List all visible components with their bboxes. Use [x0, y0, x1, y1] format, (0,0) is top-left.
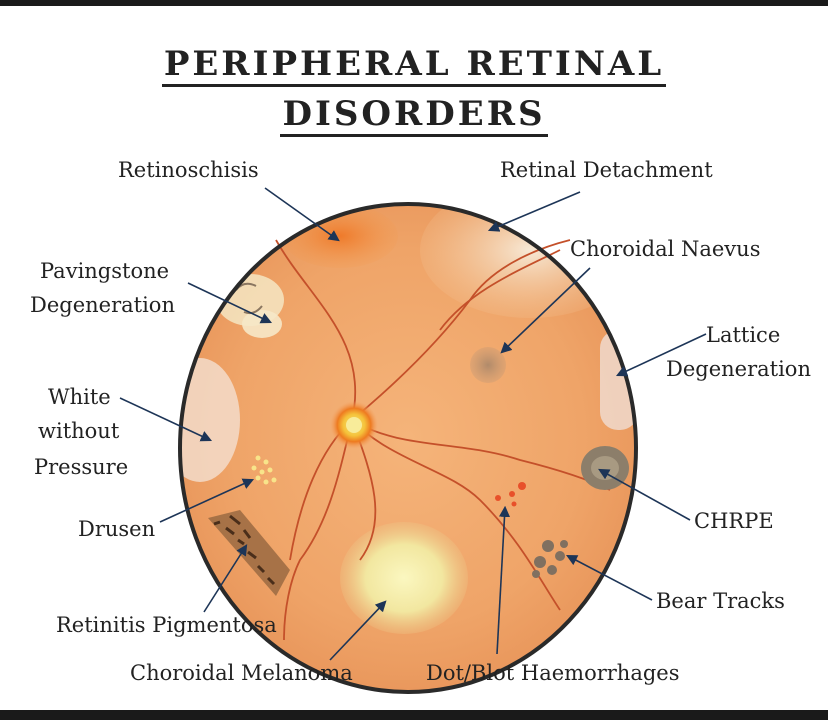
label-white-line-1: White — [48, 385, 111, 409]
label-pavingstone-line-1: Pavingstone — [40, 259, 170, 283]
label-drusen: Drusen — [78, 517, 156, 541]
label-lattice-line-1: Lattice — [706, 323, 781, 347]
retinal-vessels — [275, 239, 611, 641]
arrow-white-without-pressure — [119, 397, 213, 442]
label-retinitis-pigmentosa: Retinitis Pigmentosa — [56, 613, 277, 637]
arrow-retinal-detachment — [487, 191, 581, 232]
retinitis-pigmentosa-spots — [213, 514, 276, 586]
label-retinoschisis: Retinoschisis — [118, 158, 259, 182]
arrow-pavingstone — [187, 282, 273, 324]
arrow-bear-tracks — [566, 554, 653, 601]
page-title-line-2: DISORDERS — [0, 94, 828, 137]
label-white-line-2: without — [38, 419, 120, 443]
optic-disc-cup — [346, 417, 362, 433]
arrow-drusen — [159, 478, 255, 523]
arrow-dot-blot — [496, 505, 511, 655]
label-retinal-detachment: Retinal Detachment — [500, 158, 713, 182]
pavingstone-lesion-2 — [242, 310, 282, 338]
bear-tracks-lesions — [532, 540, 568, 578]
drusen-dots — [251, 455, 277, 485]
page-title-line-1: PERIPHERAL RETINAL — [0, 44, 828, 87]
chrpe-lesion-center — [591, 456, 619, 480]
arrow-choroidal-naevus — [500, 267, 591, 354]
choroidal-naevus-lesion — [470, 347, 506, 383]
dot-blot-haemorrhages — [495, 482, 526, 507]
label-dot-blot-haemorrhages: Dot/Blot Haemorrhages — [426, 661, 680, 685]
label-bear-tracks: Bear Tracks — [656, 589, 785, 613]
arrow-chrpe — [598, 468, 691, 521]
label-pavingstone-line-2: Degeneration — [30, 293, 175, 317]
fundus-outline — [178, 202, 638, 694]
label-chrpe: CHRPE — [694, 509, 774, 533]
label-white-line-3: Pressure — [34, 455, 129, 479]
fundus-circle — [180, 204, 636, 692]
label-choroidal-melanoma: Choroidal Melanoma — [130, 661, 353, 685]
label-lattice-line-2: Degeneration — [666, 357, 811, 381]
arrow-lattice — [615, 333, 707, 377]
choroidal-melanoma-area — [340, 522, 468, 634]
arrow-retinoschisis — [264, 187, 340, 242]
arrow-choroidal-melanoma — [329, 600, 387, 661]
arrow-retinitis-pigmentosa — [203, 544, 248, 613]
white-without-pressure-area — [180, 358, 240, 482]
label-choroidal-naevus: Choroidal Naevus — [570, 237, 761, 261]
